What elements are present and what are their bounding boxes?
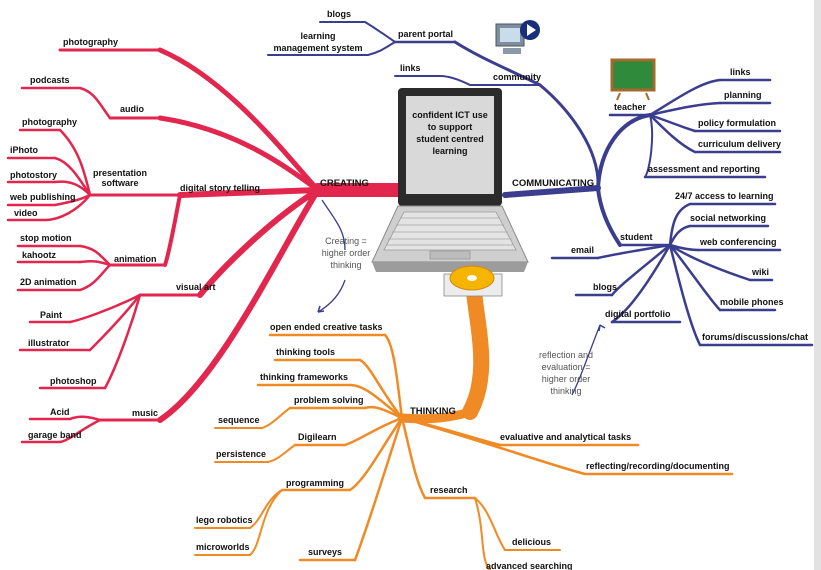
label-digital-portfolio: digital portfolio (605, 309, 671, 319)
label-visual-art: visual art (176, 282, 216, 292)
label-curriculum: curriculum delivery (698, 139, 781, 149)
label-email: email (571, 245, 594, 255)
creating-note-3: thinking (330, 260, 361, 270)
creating-note: Creating = higher order thinking (322, 236, 371, 270)
reflection-note: reflection and evaluation = higher order… (539, 350, 593, 396)
thinking-labels: open ended creative tasks thinking tools… (196, 322, 730, 570)
label-digilearn: Digilearn (298, 432, 337, 442)
label-parent-portal: parent portal (398, 29, 453, 39)
cd-disc-icon (443, 265, 503, 297)
creating-label: CREATING (320, 178, 369, 189)
label-presentation-1: presentation (93, 168, 147, 178)
center-line-3: student centred (416, 134, 484, 144)
label-thinking-tools: thinking tools (276, 347, 335, 357)
reflection-note-1: reflection and (539, 350, 593, 360)
label-video: video (14, 208, 38, 218)
label-lms-1: learning (300, 31, 335, 41)
label-photostory: photostory (10, 170, 57, 180)
communicating-labels: blogs learning management system parent … (273, 9, 808, 342)
label-surveys: surveys (308, 547, 342, 557)
laptop-icon: confident ICT use to support student cen… (371, 88, 529, 272)
label-music: music (132, 408, 158, 418)
label-forums: forums/discussions/chat (702, 332, 808, 342)
label-community: community (493, 72, 541, 82)
center-line-2: to support (428, 122, 473, 132)
creating-labels: photography podcasts audio photography i… (9, 37, 260, 440)
label-web-conf: web conferencing (699, 237, 777, 247)
label-thinking-frameworks: thinking frameworks (260, 372, 348, 382)
center-line-4: learning (432, 146, 467, 156)
communicating-branches (267, 21, 814, 347)
label-blogs-top: blogs (327, 9, 351, 19)
label-mobile: mobile phones (720, 297, 784, 307)
reflection-note-4: thinking (550, 386, 581, 396)
label-wiki: wiki (751, 267, 769, 277)
creating-note-2: higher order (322, 248, 371, 258)
label-lego: lego robotics (196, 515, 253, 525)
label-photography: photography (22, 117, 77, 127)
label-planning: planning (724, 90, 762, 100)
label-research: research (430, 485, 468, 495)
chalkboard-icon (610, 58, 656, 101)
label-sequence: sequence (218, 415, 260, 425)
label-reflecting: reflecting/recording/documenting (586, 461, 730, 471)
monitor-icon (495, 20, 540, 54)
center-line-1: confident ICT use (412, 110, 488, 120)
label-web-publishing: web publishing (9, 192, 76, 202)
label-audio: audio (120, 104, 145, 114)
annotation-arrows (317, 199, 606, 396)
creating-branches (6, 47, 407, 444)
label-photoshop: photoshop (50, 376, 97, 386)
communicating-label: COMMUNICATING (512, 178, 594, 189)
reflection-note-3: higher order (542, 374, 591, 384)
label-social: social networking (690, 213, 766, 223)
creating-note-1: Creating = (325, 236, 367, 246)
label-iphoto: iPhoto (10, 145, 38, 155)
thinking-label: THINKING (410, 406, 456, 417)
reflection-note-2: evaluation = (542, 362, 591, 372)
right-edge-strip (814, 0, 821, 570)
label-garage-band: garage band (28, 430, 82, 440)
label-programming: programming (286, 478, 344, 488)
label-acid: Acid (50, 407, 70, 417)
label-policy: policy formulation (698, 118, 776, 128)
label-microworlds: microworlds (196, 542, 250, 552)
label-advanced-searching: advanced searching (486, 561, 573, 570)
label-animation: animation (114, 254, 157, 264)
label-delicious: delicious (512, 537, 551, 547)
label-paint: Paint (40, 310, 62, 320)
label-open-ended: open ended creative tasks (270, 322, 383, 332)
label-kahootz: kahootz (22, 250, 57, 260)
label-student: student (620, 232, 653, 242)
label-evaluative: evaluative and analytical tasks (500, 432, 631, 442)
label-illustrator: illustrator (28, 338, 70, 348)
label-podcasts: podcasts (30, 75, 70, 85)
label-photography-top: photography (63, 37, 118, 47)
label-assessment: assessment and reporting (648, 164, 760, 174)
label-digital-story-telling: digital story telling (180, 183, 260, 193)
label-presentation-2: software (101, 178, 138, 188)
label-persistence: persistence (216, 449, 266, 459)
label-problem-solving: problem solving (294, 395, 364, 405)
label-access: 24/7 access to learning (675, 191, 774, 201)
label-links: links (730, 67, 751, 77)
label-links-top: links (400, 63, 421, 73)
label-teacher: teacher (614, 102, 647, 112)
label-stop-motion: stop motion (20, 233, 72, 243)
thinking-branches (194, 284, 734, 570)
label-lms-2: management system (273, 43, 362, 53)
label-2d-animation: 2D animation (20, 277, 77, 287)
label-blogs: blogs (593, 282, 617, 292)
